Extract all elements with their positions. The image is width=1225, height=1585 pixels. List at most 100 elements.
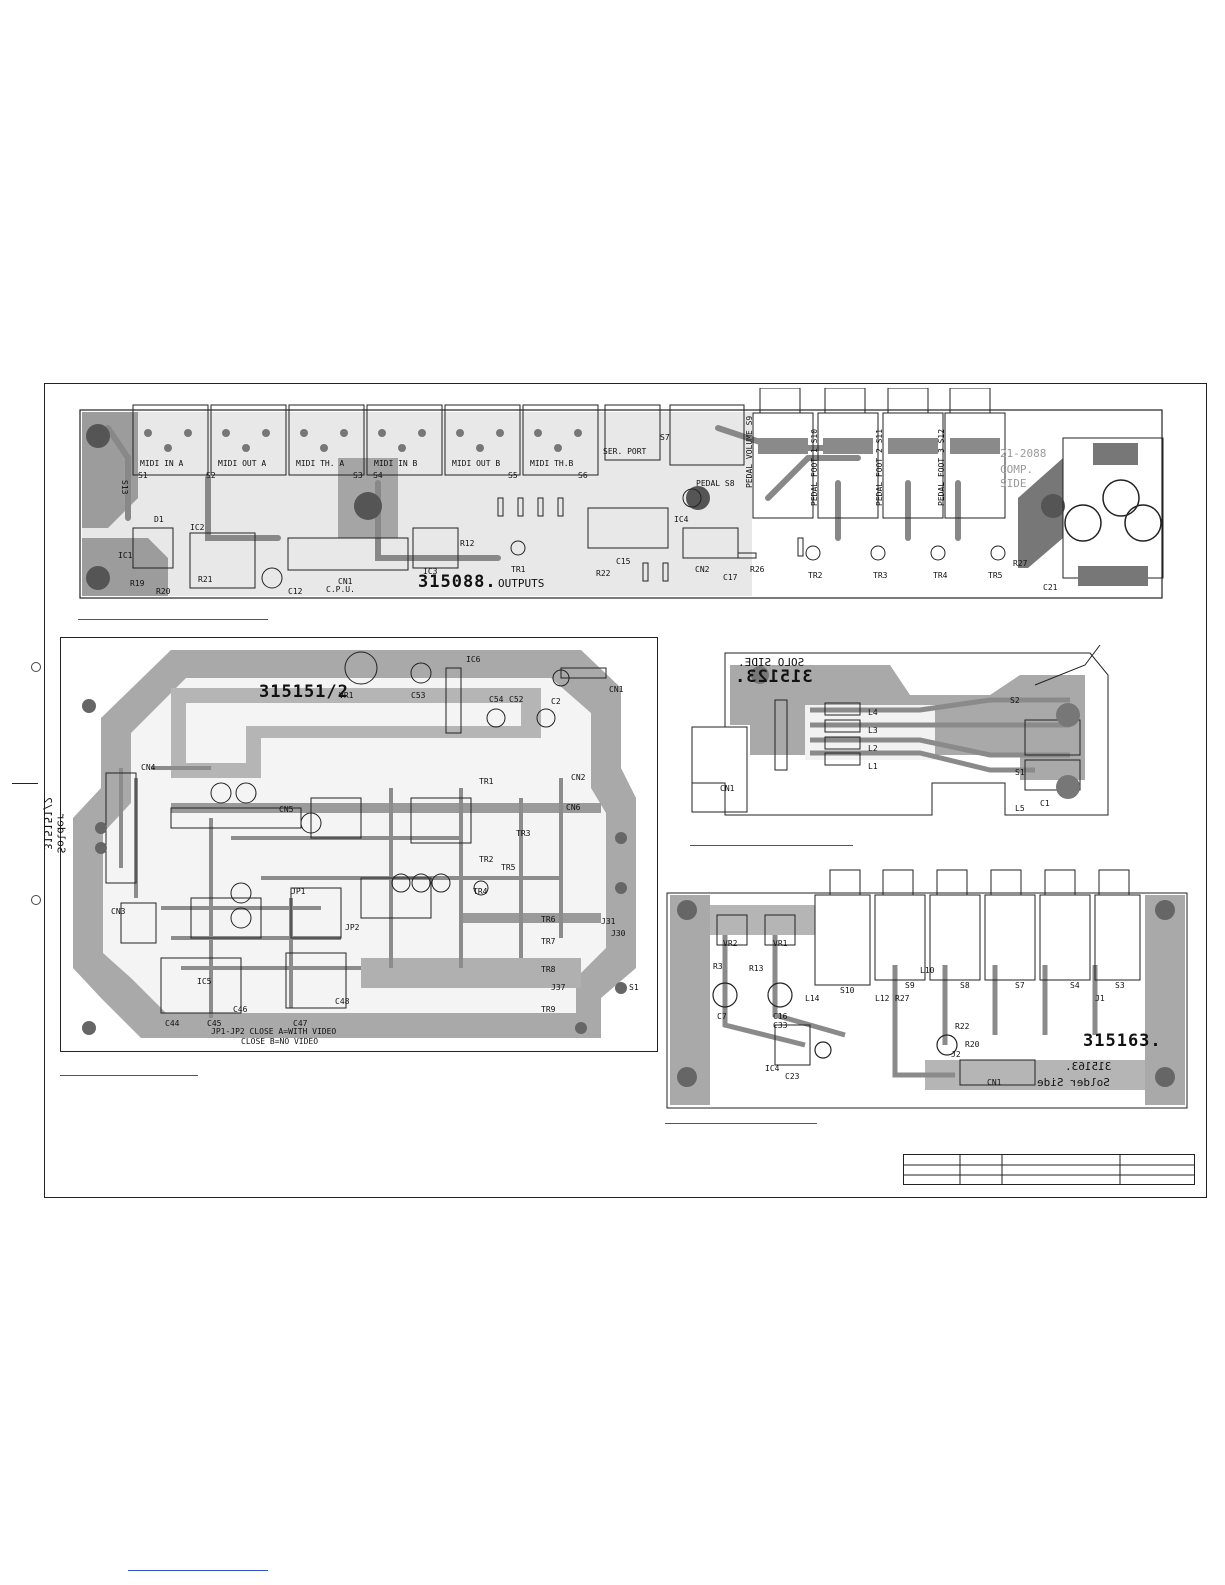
part-ref: J31 (601, 917, 616, 926)
board-top-ghost-2: COMP. (1000, 463, 1034, 476)
part-ref: CN1 (720, 784, 735, 793)
part-ref: C48 (335, 997, 350, 1006)
part-ref: R22 (596, 569, 611, 578)
pedal-jack-label: PEDAL FOOT 1 S10 (810, 428, 819, 506)
board-right-top-mirror-2: 315123. (734, 667, 813, 687)
part-ref: R19 (130, 579, 145, 588)
board-left-note-1: JP1-JP2 CLOSE A=WITH VIDEO (211, 1027, 337, 1036)
part-ref: C53 (411, 691, 426, 700)
part-ref: S1 (1015, 768, 1025, 777)
registration-mark (31, 895, 41, 905)
board-right-bottom-mirror-1: 315163. (1065, 1060, 1112, 1073)
board-left: 315151/2 315151/2 Solder JP1-JP2 CLOSE A… (41, 637, 658, 1052)
part-ref: VR2 (723, 939, 738, 948)
part-ref: C12 (288, 587, 303, 596)
part-ref: CN5 (279, 805, 294, 814)
jack-label: MIDI OUT A (218, 459, 267, 468)
part-ref: C52 (509, 695, 524, 704)
footer-link-underline (128, 1570, 268, 1571)
part-ref: S9 (905, 981, 915, 990)
part-ref: R21 (198, 575, 213, 584)
board-right-bottom-artwork (666, 869, 1188, 1109)
part-ref: TR3 (873, 571, 888, 580)
board-left-mirror-solder: Solder (54, 813, 68, 854)
part-ref: L14 (805, 994, 820, 1003)
part-ref: TR4 (473, 887, 488, 896)
part-ref: L5 (1015, 804, 1025, 813)
board-top-subtitle: OUTPUTS (498, 577, 545, 590)
pedal-jack-label: PEDAL FOOT 3 S12 (937, 428, 946, 506)
part-ref: TR3 (516, 829, 531, 838)
part-ref: C54 (489, 695, 504, 704)
board-left-underline (60, 1075, 198, 1076)
part-ref: R27 (895, 994, 910, 1003)
part-ref: TR1 (511, 565, 526, 574)
jack-label: MIDI TH. A (296, 459, 345, 468)
registration-mark (31, 662, 41, 672)
part-ref: R22 (955, 1022, 970, 1031)
board-top-ghost-3: SIDE (1000, 477, 1027, 490)
drawing-frame (44, 383, 1207, 1198)
part-ref: C7 (717, 1012, 727, 1021)
board-left-mirror-code: 315151/2 (40, 797, 54, 850)
part-ref: C45 (207, 1019, 222, 1028)
part-ref: S13 (120, 480, 129, 495)
part-ref: S10 (840, 986, 855, 995)
pedal-jack-label: PEDAL FOOT 2 S11 (875, 428, 884, 506)
part-ref: J1 (1095, 994, 1105, 1003)
jack-label: MIDI TH.B (530, 459, 574, 468)
part-ref: VR1 (339, 691, 354, 700)
board-top-underline (78, 619, 268, 620)
part-ref: CN1 (987, 1078, 1002, 1087)
pedal-jack-label: PEDAL VOLUME S9 (745, 415, 754, 488)
board-right-top: SOLO SIDE. 315123. CN1 S1 S2 L1 L2 L3 L4… (690, 644, 1115, 820)
part-ref: C47 (293, 1019, 308, 1028)
part-ref: CN1 (338, 577, 353, 586)
part-ref: IC5 (197, 977, 212, 986)
part-ref: R26 (750, 565, 765, 574)
part-ref: IC6 (466, 655, 481, 664)
part-ref: L4 (868, 708, 878, 717)
part-ref: D1 (154, 515, 164, 524)
part-ref: IC4 (674, 515, 689, 524)
part-ref: TR6 (541, 915, 556, 924)
part-ref: S4 (1070, 981, 1080, 990)
part-ref: S7 (660, 433, 670, 442)
part-ref: J37 (551, 983, 566, 992)
part-ref: TR4 (933, 571, 948, 580)
part-ref: C2 (551, 697, 561, 706)
board-left-artwork (73, 650, 636, 1038)
part-ref: TR5 (988, 571, 1003, 580)
jack-label: MIDI IN A (140, 459, 184, 468)
part-ref: IC3 (423, 567, 438, 576)
part-ref: R13 (749, 964, 764, 973)
part-ref: S2 (1010, 696, 1020, 705)
part-ref: J2 (951, 1050, 961, 1059)
side-tick (12, 783, 38, 784)
board-left-note-2: CLOSE B=NO VIDEO (241, 1037, 319, 1046)
part-ref: C1 (1040, 799, 1050, 808)
part-ref: L3 (868, 726, 878, 735)
board-right-top-underline (690, 845, 853, 846)
board-left-code: 315151/2 (259, 682, 349, 702)
part-ref: CN6 (566, 803, 581, 812)
part-ref: CN4 (141, 763, 156, 772)
part-ref: TR1 (479, 777, 494, 786)
part-ref: TR2 (808, 571, 823, 580)
part-ref: J30 (611, 929, 626, 938)
part-ref: L12 (875, 994, 890, 1003)
part-ref: S1 (629, 983, 639, 992)
part-ref: S8 (960, 981, 970, 990)
part-ref: S3 (1115, 981, 1125, 990)
board-right-bottom-underline (665, 1123, 817, 1124)
part-ref: TR7 (541, 937, 556, 946)
port-label: SER. PORT (603, 447, 647, 456)
part-ref: C23 (785, 1072, 800, 1081)
title-block (903, 1154, 1195, 1185)
part-ref: VR1 (773, 939, 788, 948)
board-top-artwork (79, 387, 1164, 599)
board-right-top-artwork (691, 644, 1109, 816)
switch-label: S3 (353, 471, 363, 480)
part-ref: C21 (1043, 583, 1058, 592)
part-ref: CN2 (695, 565, 710, 574)
